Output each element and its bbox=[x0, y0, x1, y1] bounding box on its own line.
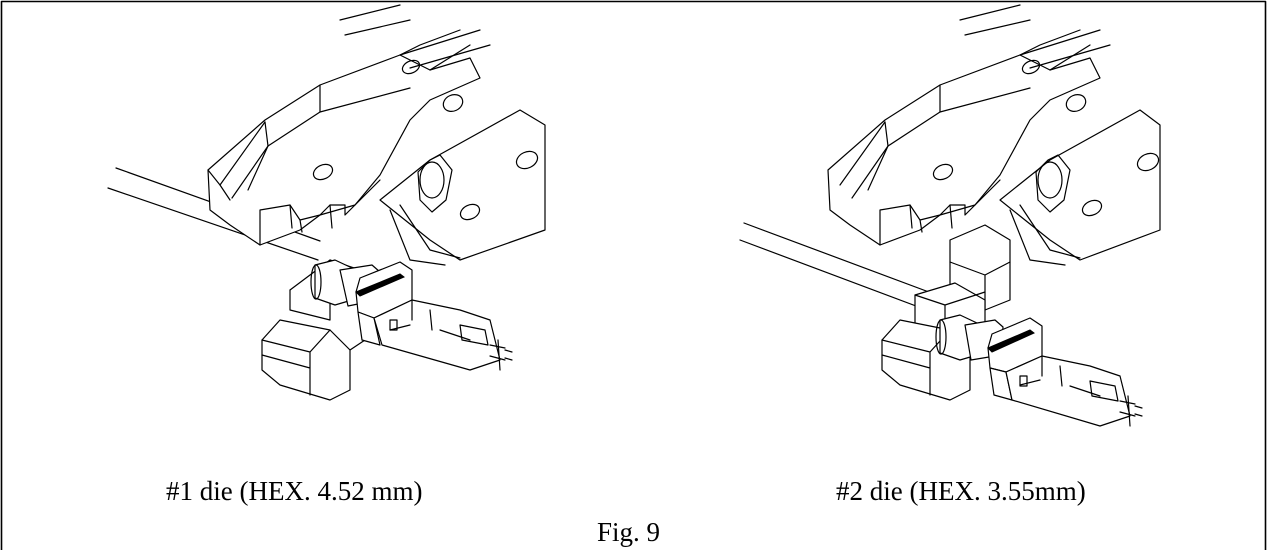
connector bbox=[935, 314, 1143, 427]
crimp-tool-die-1 bbox=[107, 4, 546, 401]
lower-jaw bbox=[999, 109, 1161, 266]
cable bbox=[739, 222, 946, 316]
die-1-caption: #1 die (HEX. 4.52 mm) bbox=[166, 476, 423, 506]
upper-jaw bbox=[827, 4, 1111, 246]
figure-label: Fig. 9 bbox=[597, 517, 661, 547]
crimp-tool-die-2 bbox=[739, 4, 1161, 427]
lower-jaw bbox=[379, 109, 546, 266]
upper-jaw bbox=[207, 4, 491, 246]
die-2-caption: #2 die (HEX. 3.55mm) bbox=[836, 476, 1086, 506]
connector bbox=[310, 259, 513, 371]
